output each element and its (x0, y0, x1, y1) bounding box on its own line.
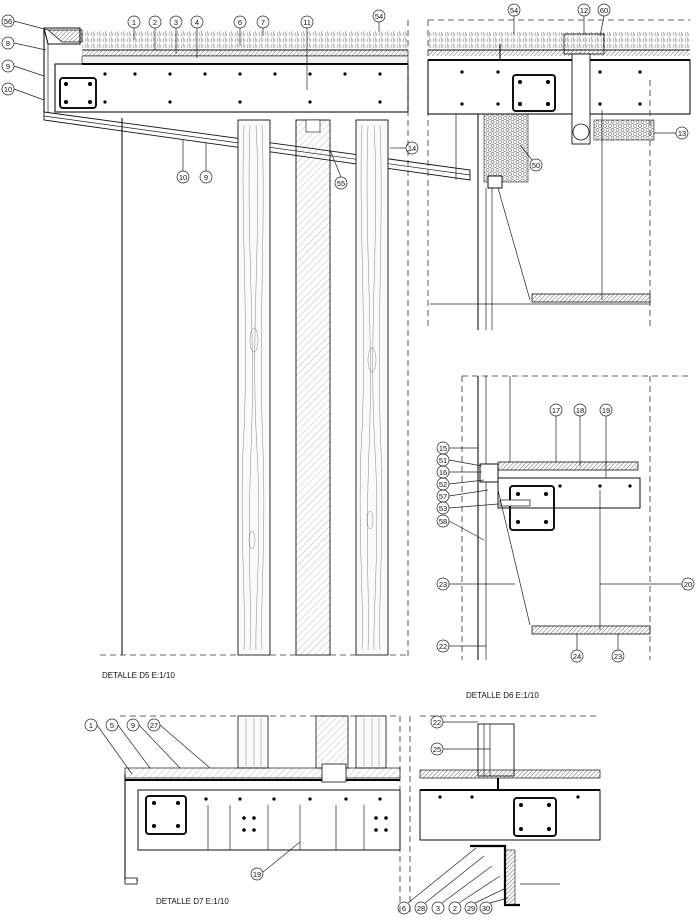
callout-number: 50 (532, 161, 540, 170)
callout-number: 3 (174, 18, 178, 27)
callout-number: 4 (195, 18, 199, 27)
floor-finish (497, 461, 639, 471)
callout-number: 19 (602, 406, 610, 415)
detail-d5-title: DETALLE D5 E:1/10 (102, 671, 175, 680)
callout-number: 17 (552, 406, 560, 415)
callout-number: 8 (6, 39, 10, 48)
callout-number: 54 (510, 6, 518, 15)
detail-d5 (43, 20, 471, 660)
detail-d6-top (427, 19, 691, 330)
callout-number: 3 (436, 904, 440, 913)
callout-number: 12 (580, 6, 588, 15)
callout-number: 6 (238, 18, 242, 27)
callout-number: 2 (453, 904, 457, 913)
callout-number: 55 (337, 179, 345, 188)
drainage-layer (82, 50, 408, 56)
callout-number: 24 (573, 652, 581, 661)
callout-number: 10 (4, 85, 12, 94)
callout-number: 16 (439, 468, 447, 477)
rebar-dots (103, 72, 382, 104)
green-roof-layer (82, 30, 408, 50)
callout-number: 57 (439, 492, 447, 501)
callouts-d5: 56 8 9 10 1 2 3 4 6 7 11 54 10 9 55 14 (1, 9, 419, 190)
membrane-panel-center (295, 119, 331, 656)
callout-number: 56 (4, 17, 12, 26)
callout-number: 23 (439, 580, 447, 589)
callout-number: 58 (439, 517, 447, 526)
callout-number: 9 (131, 721, 135, 730)
callout-number: 1 (132, 18, 136, 27)
detail-d6-bottom (461, 375, 690, 660)
timber-column-right (355, 119, 389, 656)
callout-number: 28 (417, 904, 425, 913)
detail-d7-title: DETALLE D7 E:1/10 (156, 897, 229, 906)
callout-number: 27 (150, 721, 158, 730)
callout-number: 15 (439, 444, 447, 453)
detail-d6-title: DETALLE D6 E:1/10 (466, 691, 539, 700)
callout-number: 54 (375, 12, 383, 21)
callout-number: 53 (439, 504, 447, 513)
callout-number: 9 (6, 62, 10, 71)
roof-drain (563, 33, 605, 55)
callout-number: 1 (89, 721, 93, 730)
callout-number: 13 (678, 129, 686, 138)
callout-number: 10 (179, 173, 187, 182)
callout-number: 60 (600, 6, 608, 15)
callout-number: 51 (439, 456, 447, 465)
callout-number: 2 (153, 18, 157, 27)
insulation-block (483, 113, 529, 183)
callouts-d6-bottom: 17 18 19 15 51 16 52 57 53 58 23 20 22 2… (436, 403, 695, 663)
callouts-d7: 1 5 9 27 22 25 19 6 28 3 2 29 30 (84, 715, 509, 915)
concrete-slab (54, 63, 409, 113)
callout-number: 22 (433, 718, 441, 727)
callout-number: 20 (684, 580, 692, 589)
callout-number: 22 (439, 642, 447, 651)
callout-number: 11 (303, 18, 311, 27)
callout-number: 18 (576, 406, 584, 415)
suspended-ceiling (531, 293, 651, 303)
callout-number: 6 (402, 904, 406, 913)
callout-number: 30 (482, 904, 490, 913)
callout-number: 9 (204, 173, 208, 182)
callout-number: 5 (110, 721, 114, 730)
callout-number: 29 (467, 904, 475, 913)
callout-number: 19 (253, 870, 261, 879)
callout-number: 7 (261, 18, 265, 27)
timber-column-left (237, 119, 271, 656)
callout-number: 14 (408, 144, 416, 153)
detail-d7 (120, 715, 601, 912)
callout-number: 25 (433, 745, 441, 754)
callouts-d6-top: 54 12 60 13 50 (507, 3, 689, 172)
callout-number: 23 (614, 652, 622, 661)
callout-number: 52 (439, 480, 447, 489)
